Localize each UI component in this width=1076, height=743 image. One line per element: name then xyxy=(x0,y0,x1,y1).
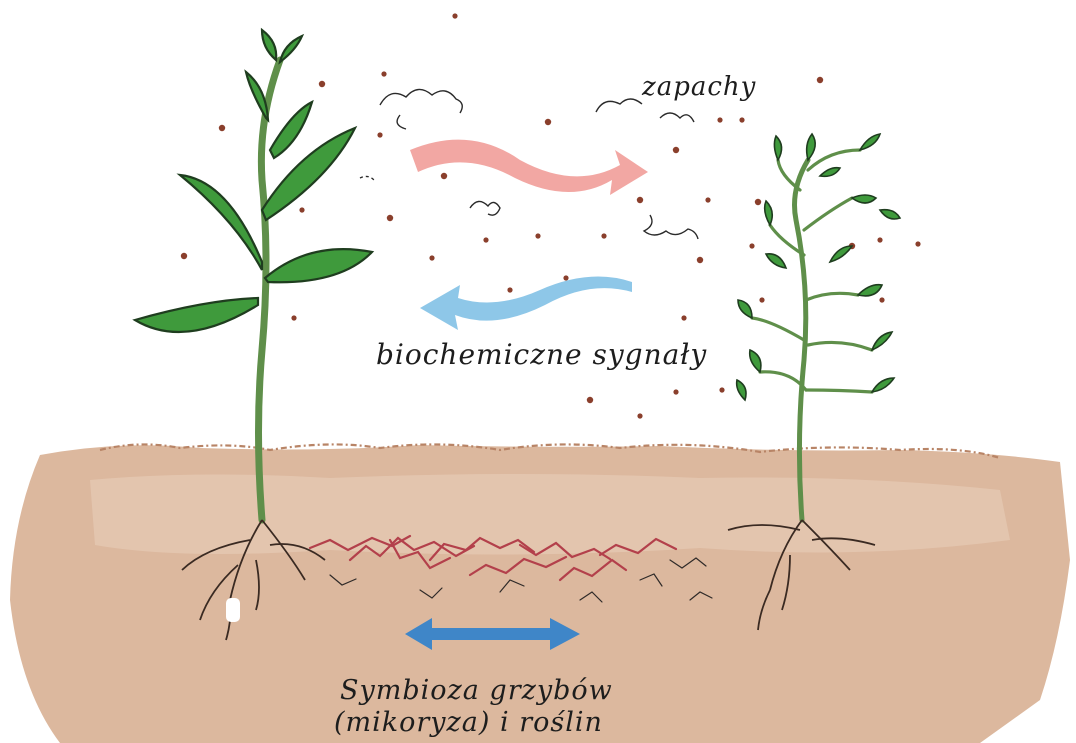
arrow-right-icon xyxy=(410,140,648,195)
air-particle xyxy=(387,215,393,221)
air-particle xyxy=(697,257,703,263)
air-particle xyxy=(299,207,304,212)
air-particle xyxy=(681,315,686,320)
air-particle xyxy=(429,255,434,260)
air-particle xyxy=(915,241,920,246)
air-particle xyxy=(817,77,823,83)
air-particle xyxy=(377,132,382,137)
air-particle xyxy=(719,387,724,392)
air-particle xyxy=(739,117,744,122)
air-particle xyxy=(587,397,593,403)
air-particle xyxy=(535,233,540,238)
air-particle xyxy=(877,237,882,242)
label-smells: zapachy xyxy=(642,72,756,102)
label-biochemical-signals: biochemiczne sygnały xyxy=(376,338,707,371)
air-particle xyxy=(291,315,296,320)
air-particle xyxy=(637,197,643,203)
air-particle xyxy=(563,275,568,280)
air-particle xyxy=(749,243,754,248)
air-particle xyxy=(219,125,225,131)
air-particle xyxy=(381,71,386,76)
air-particle xyxy=(673,147,679,153)
air-particle xyxy=(441,173,447,179)
air-particle xyxy=(507,287,512,292)
air-particle xyxy=(601,233,606,238)
pebble xyxy=(226,598,240,622)
air-particle xyxy=(637,413,642,418)
air-particle xyxy=(545,119,551,125)
air-particle xyxy=(879,297,884,302)
air-particle xyxy=(452,13,457,18)
air-particle xyxy=(755,199,761,205)
air-particle xyxy=(181,253,187,259)
air-particle xyxy=(717,117,722,122)
air-particle xyxy=(759,297,764,302)
label-symbiosis-line-1: Symbioza grzybów xyxy=(340,675,613,706)
smell-clouds xyxy=(360,89,698,239)
arrow-left-icon xyxy=(420,277,632,330)
air-particle xyxy=(705,197,710,202)
air-particle xyxy=(483,237,488,242)
air-particle xyxy=(319,81,325,87)
air-particle xyxy=(673,389,678,394)
label-symbiosis-line-2: (mikoryza) i roślin xyxy=(334,707,603,738)
